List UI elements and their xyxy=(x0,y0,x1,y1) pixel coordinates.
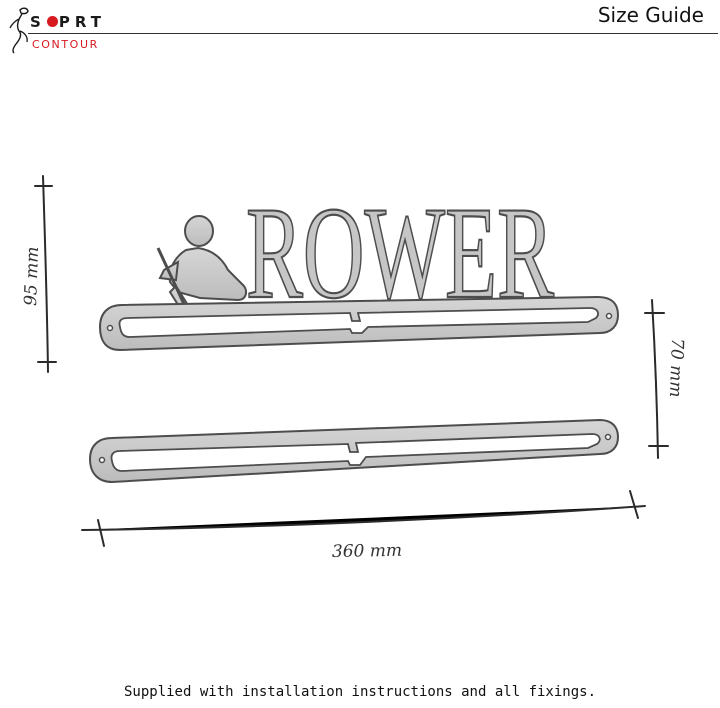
dimension-line-width xyxy=(81,490,646,547)
dimension-line-height xyxy=(34,175,57,373)
brand-name-contour: CONTOUR xyxy=(32,38,99,51)
page-title: Size Guide xyxy=(597,3,704,27)
bottom-hanger-bar xyxy=(88,418,620,484)
header-divider xyxy=(28,33,718,34)
brand-letter-r: R xyxy=(74,13,91,31)
dimension-line-bar-height xyxy=(644,299,669,459)
dimension-label-bar-height: 70 mm xyxy=(665,338,687,398)
brand-letter-s: S xyxy=(30,13,46,31)
dimension-label-width: 360 mm xyxy=(332,541,402,562)
brand-red-dot xyxy=(46,16,58,27)
athlete-silhouette-icon xyxy=(9,7,29,54)
installation-note: Supplied with installation instructions … xyxy=(123,684,596,700)
dimension-label-height: 95 mm xyxy=(21,246,43,306)
brand-letter-p: P xyxy=(58,13,75,31)
brand-letter-t: T xyxy=(90,13,106,31)
top-hanger-bar xyxy=(98,295,620,352)
